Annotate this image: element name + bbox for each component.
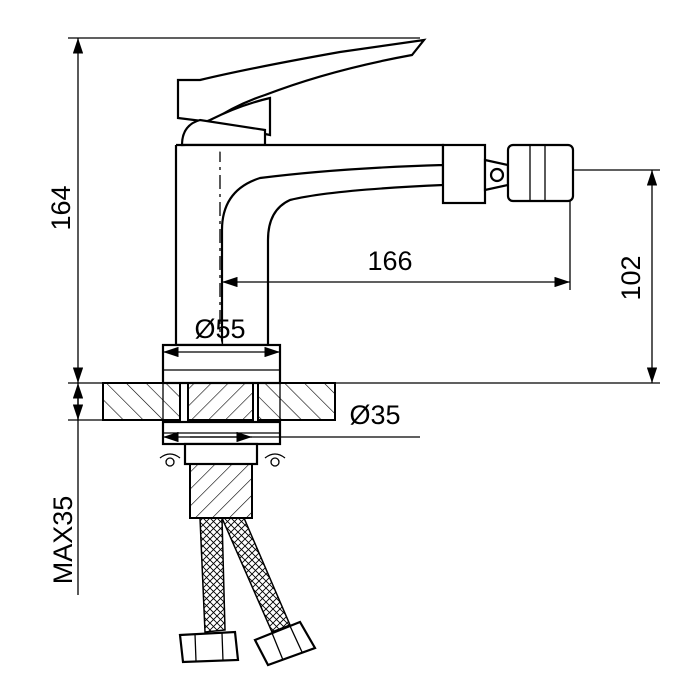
dimension-diameter-35: Ø35: [163, 400, 420, 443]
faucet-handle: [176, 38, 427, 147]
dimension-label-102: 102: [616, 255, 646, 300]
dimension-102: 102: [616, 170, 658, 383]
dimension-label-max-35: MAX35: [48, 496, 78, 585]
dimension-label-166: 166: [367, 246, 412, 276]
countertop-section: [102, 382, 336, 421]
dimension-166: 166: [222, 246, 570, 288]
dimension-label-164: 164: [46, 185, 76, 230]
supply-hoses: [178, 517, 317, 667]
dimension-164: 164: [46, 38, 84, 383]
dimension-diameter-55: Ø55: [163, 314, 280, 358]
dimension-max-35: MAX35: [48, 383, 84, 595]
dimension-label-diameter-35: Ø35: [349, 400, 400, 430]
dimension-label-diameter-55: Ø55: [194, 314, 245, 344]
